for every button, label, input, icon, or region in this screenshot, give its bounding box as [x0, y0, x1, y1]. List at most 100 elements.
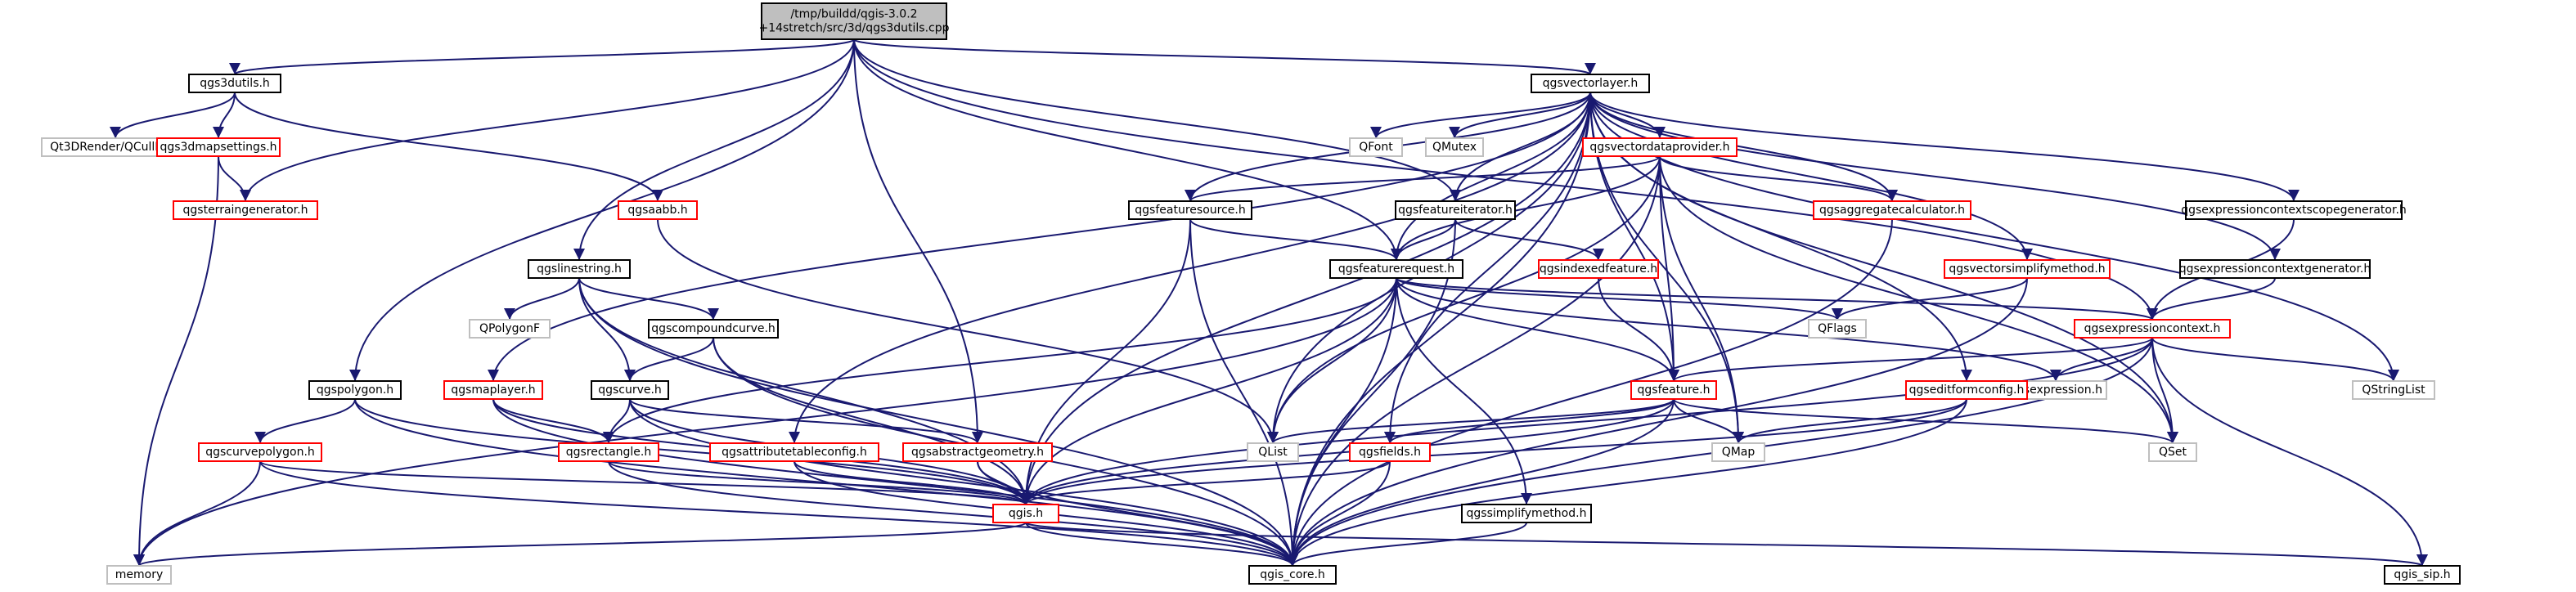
node-box — [1395, 200, 1516, 220]
include-edge-qgsvectorlayer_h-to-qgsvectorsimplifymethod_h — [1589, 92, 2033, 261]
node-qset: QSet — [2148, 442, 2197, 462]
node-box — [2179, 259, 2371, 279]
node-qgsterraingenerator-h[interactable]: qgsterraingenerator.h — [173, 200, 318, 220]
include-edge-qgsvectordataprovider_h-to-qgsfeaturerequest_h — [1391, 155, 1661, 261]
node-label: qgsexpressioncontextgenerator.h — [2179, 262, 2371, 276]
node-label: +14stretch/src/3d/qgs3dutils.cpp — [758, 22, 949, 35]
node-label: QFont — [1359, 141, 1393, 154]
node-box — [2074, 319, 2231, 339]
include-edge-qgseditformconfig_h-to-qgis_core_h — [1287, 398, 1967, 567]
node-label: qgis_core.h — [1260, 568, 1325, 581]
include-edge-qgsabstractgeometry_h-to-qgis_core_h — [977, 460, 1298, 567]
node-label: qgsvectorlayer.h — [1543, 77, 1639, 90]
node-qgsaabb-h[interactable]: qgsaabb.h — [618, 200, 698, 220]
node-label: qgslinestring.h — [537, 262, 622, 276]
include-edge-qgscurve_h-to-qgis_core_h — [629, 398, 1298, 567]
node-root[interactable]: /tmp/buildd/qgis-3.0.2+14stretch/src/3d/… — [758, 2, 950, 40]
node-qgsexpressioncontextgenerator-h[interactable]: qgsexpressioncontextgenerator.h — [2179, 259, 2371, 279]
node-qgsrectangle-h[interactable]: qgsrectangle.h — [558, 442, 659, 462]
include-edge-qgsvectorlayer_h-to-qgsexpressioncontextgenerator_h — [1589, 92, 2281, 261]
include-edge-qgsvectorlayer_h-to-qmutex — [1449, 92, 1591, 139]
node-qgsexpressioncontext-h[interactable]: qgsexpressioncontext.h — [2074, 319, 2231, 339]
node-qgsaggregatecalculator-h[interactable]: qgsaggregatecalculator.h — [1813, 200, 1971, 220]
include-edge-qgis_h-to-qgis_core_h — [1025, 522, 1298, 567]
include-edge-qgsexpressioncontext_h-to-qset — [2151, 337, 2178, 444]
node-label: qgssimplifymethod.h — [1467, 507, 1587, 520]
node-qgssimplifymethod-h[interactable]: qgssimplifymethod.h — [1461, 504, 1592, 523]
node-qgscompoundcurve-h[interactable]: qgscompoundcurve.h — [648, 319, 779, 339]
node-label: qgsfeaturerequest.h — [1338, 262, 1454, 276]
include-edge-qgsvectorlayer_h-to-qset — [1589, 92, 2178, 444]
node-qgsfields-h[interactable]: qgsfields.h — [1349, 442, 1431, 462]
node-qgseditformconfig-h[interactable]: qgseditformconfig.h — [1905, 380, 2028, 400]
node-box — [618, 200, 698, 220]
node-qmutex: QMutex — [1425, 137, 1484, 157]
node-qgsabstractgeometry-h[interactable]: qgsabstractgeometry.h — [902, 442, 1053, 462]
include-edge-qgsvectordataprovider_h-to-qlist — [1267, 155, 1661, 444]
node-box — [2384, 565, 2461, 585]
node-qgscurvepolygon-h[interactable]: qgscurvepolygon.h — [198, 442, 322, 462]
node-label: qgscompoundcurve.h — [651, 322, 775, 335]
node-box — [106, 565, 172, 585]
include-edge-qgslinestring_h-to-qgis_h — [578, 277, 1032, 505]
node-qgslinestring-h[interactable]: qgslinestring.h — [528, 259, 631, 279]
include-edge-qgsvectordataprovider_h-to-qmap — [1659, 155, 1744, 444]
node-label: QList — [1258, 446, 1288, 459]
node-box — [443, 380, 543, 400]
node-qgsfeaturerequest-h[interactable]: qgsfeaturerequest.h — [1329, 259, 1463, 279]
include-edge-qgsvectorlayer_h-to-qgsattributetableconfig_h — [789, 92, 1591, 444]
node-qgspolygon-h[interactable]: qgspolygon.h — [308, 380, 402, 400]
include-edge-qgsexpressioncontext_h-to-qgis_sip_h — [2151, 337, 2428, 567]
include-edge-qgs3dmapsettings_h-to-memory — [133, 155, 219, 567]
node-qgs3dmapsettings-h[interactable]: qgs3dmapsettings.h — [156, 137, 281, 157]
node-label: qgsaggregatecalculator.h — [1819, 204, 1965, 217]
include-edge-qgsfeaturerequest_h-to-memory — [133, 277, 1397, 567]
include-edge-qgsrectangle_h-to-qgis_core_h — [608, 460, 1298, 567]
include-edge-qgsfeature_h-to-qgis_core_h — [1287, 398, 1675, 567]
node-qgsfeature-h[interactable]: qgsfeature.h — [1630, 380, 1717, 400]
include-edge-qgsvectorsimplifymethod_h-to-qflags — [1832, 277, 2028, 321]
node-qgsvectorsimplifymethod-h[interactable]: qgsvectorsimplifymethod.h — [1944, 259, 2111, 279]
node-label: qgsattributetableconfig.h — [722, 446, 867, 459]
node-qgis-core-h[interactable]: qgis_core.h — [1248, 565, 1337, 585]
node-box — [2148, 442, 2197, 462]
node-qgscurve-h[interactable]: qgscurve.h — [591, 380, 669, 400]
node-qgsvectorlayer-h[interactable]: qgsvectorlayer.h — [1531, 74, 1650, 93]
node-qgsfeaturesource-h[interactable]: qgsfeaturesource.h — [1128, 200, 1252, 220]
node-box — [156, 137, 281, 157]
node-box — [1582, 137, 1738, 157]
node-qgis-h[interactable]: qgis.h — [992, 504, 1059, 523]
include-edge-qgsvectordataprovider_h-to-qgis_core_h — [1287, 155, 1661, 567]
node-box — [1349, 137, 1403, 157]
node-box — [558, 442, 659, 462]
node-qgsindexedfeature-h[interactable]: qgsindexedfeature.h — [1538, 259, 1659, 279]
node-qgsmaplayer-h[interactable]: qgsmaplayer.h — [443, 380, 543, 400]
node-box — [1349, 442, 1431, 462]
include-edge-qgsfeature_h-to-qmap — [1673, 398, 1744, 444]
include-edge-qgslinestring_h-to-qgscurve_h — [578, 277, 636, 382]
node-qgsvectordataprovider-h[interactable]: qgsvectordataprovider.h — [1582, 137, 1738, 157]
include-edge-qgs3dmapsettings_h-to-qgsterraingenerator_h — [218, 155, 251, 202]
node-label: QFlags — [1818, 322, 1857, 335]
include-edge-qgsvectordataprovider_h-to-qset — [1659, 155, 2178, 444]
node-box — [1247, 442, 1299, 462]
include-edge-root-to-qgspolygon_h — [349, 38, 855, 382]
node-qgsfeatureiterator-h[interactable]: qgsfeatureiterator.h — [1395, 200, 1516, 220]
include-edge-root-to-qgs3dutils_h — [229, 38, 855, 75]
node-qgsattributetableconfig-h[interactable]: qgsattributetableconfig.h — [709, 442, 879, 462]
include-edge-qgscurvepolygon_h-to-qgis_core_h — [259, 460, 1298, 567]
include-edge-qgspolygon_h-to-qgis_h — [354, 398, 1032, 505]
include-edge-qgsfeature_h-to-qset — [1673, 398, 2178, 444]
include-edge-qgsvectorsimplifymethod_h-to-qgis_core_h — [1287, 277, 2028, 567]
node-qgs3dutils-h[interactable]: qgs3dutils.h — [188, 74, 281, 93]
node-box — [2185, 200, 2403, 220]
node-qgsexpressioncontextscopegenerator-h[interactable]: qgsexpressioncontextscopegenerator.h — [2181, 200, 2407, 220]
node-qgis-sip-h[interactable]: qgis_sip.h — [2384, 565, 2461, 585]
include-edge-qgsfeaturerequest_h-to-qgsrectangle_h — [603, 277, 1397, 444]
node-label: qgscurvepolygon.h — [205, 446, 315, 459]
node-label: qgsrectangle.h — [566, 446, 651, 459]
include-edge-qgsexpressioncontext_h-to-qgsfeature_h — [1668, 337, 2153, 382]
node-label: qgis.h — [1009, 507, 1043, 520]
node-box — [308, 380, 402, 400]
include-edge-qgslinestring_h-to-qpolygonf — [504, 277, 580, 321]
